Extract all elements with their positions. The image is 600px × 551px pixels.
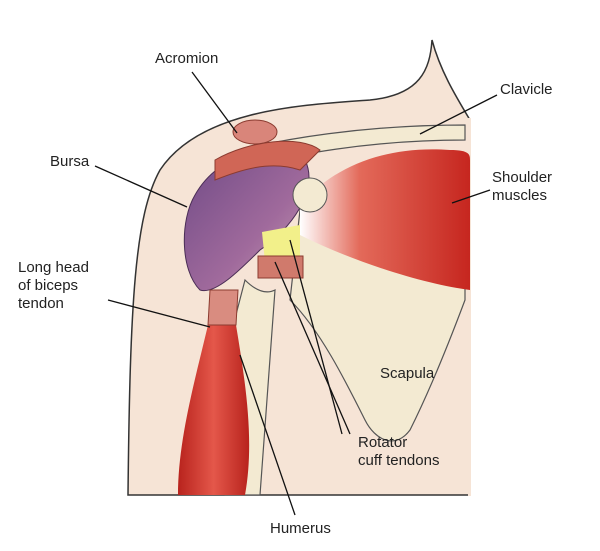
label-scapula: Scapula — [380, 365, 435, 382]
label-humerus: Humerus — [270, 520, 331, 537]
label-clavicle: Clavicle — [500, 81, 553, 98]
shoulder-muscle — [300, 149, 470, 290]
acromion-bone — [232, 119, 278, 145]
label-bursa: Bursa — [50, 153, 90, 170]
leader-lines — [94, 71, 498, 516]
label-acromion: Acromion — [155, 50, 219, 67]
label-rotator-cuff: Rotator cuff tendons — [358, 434, 440, 469]
label-biceps-tendon: Long head of biceps tendon — [18, 259, 89, 312]
biceps-muscle — [178, 325, 250, 495]
rotator-cuff-tendon — [262, 225, 300, 262]
label-shoulder-muscles: Shoulder muscles — [492, 169, 553, 204]
